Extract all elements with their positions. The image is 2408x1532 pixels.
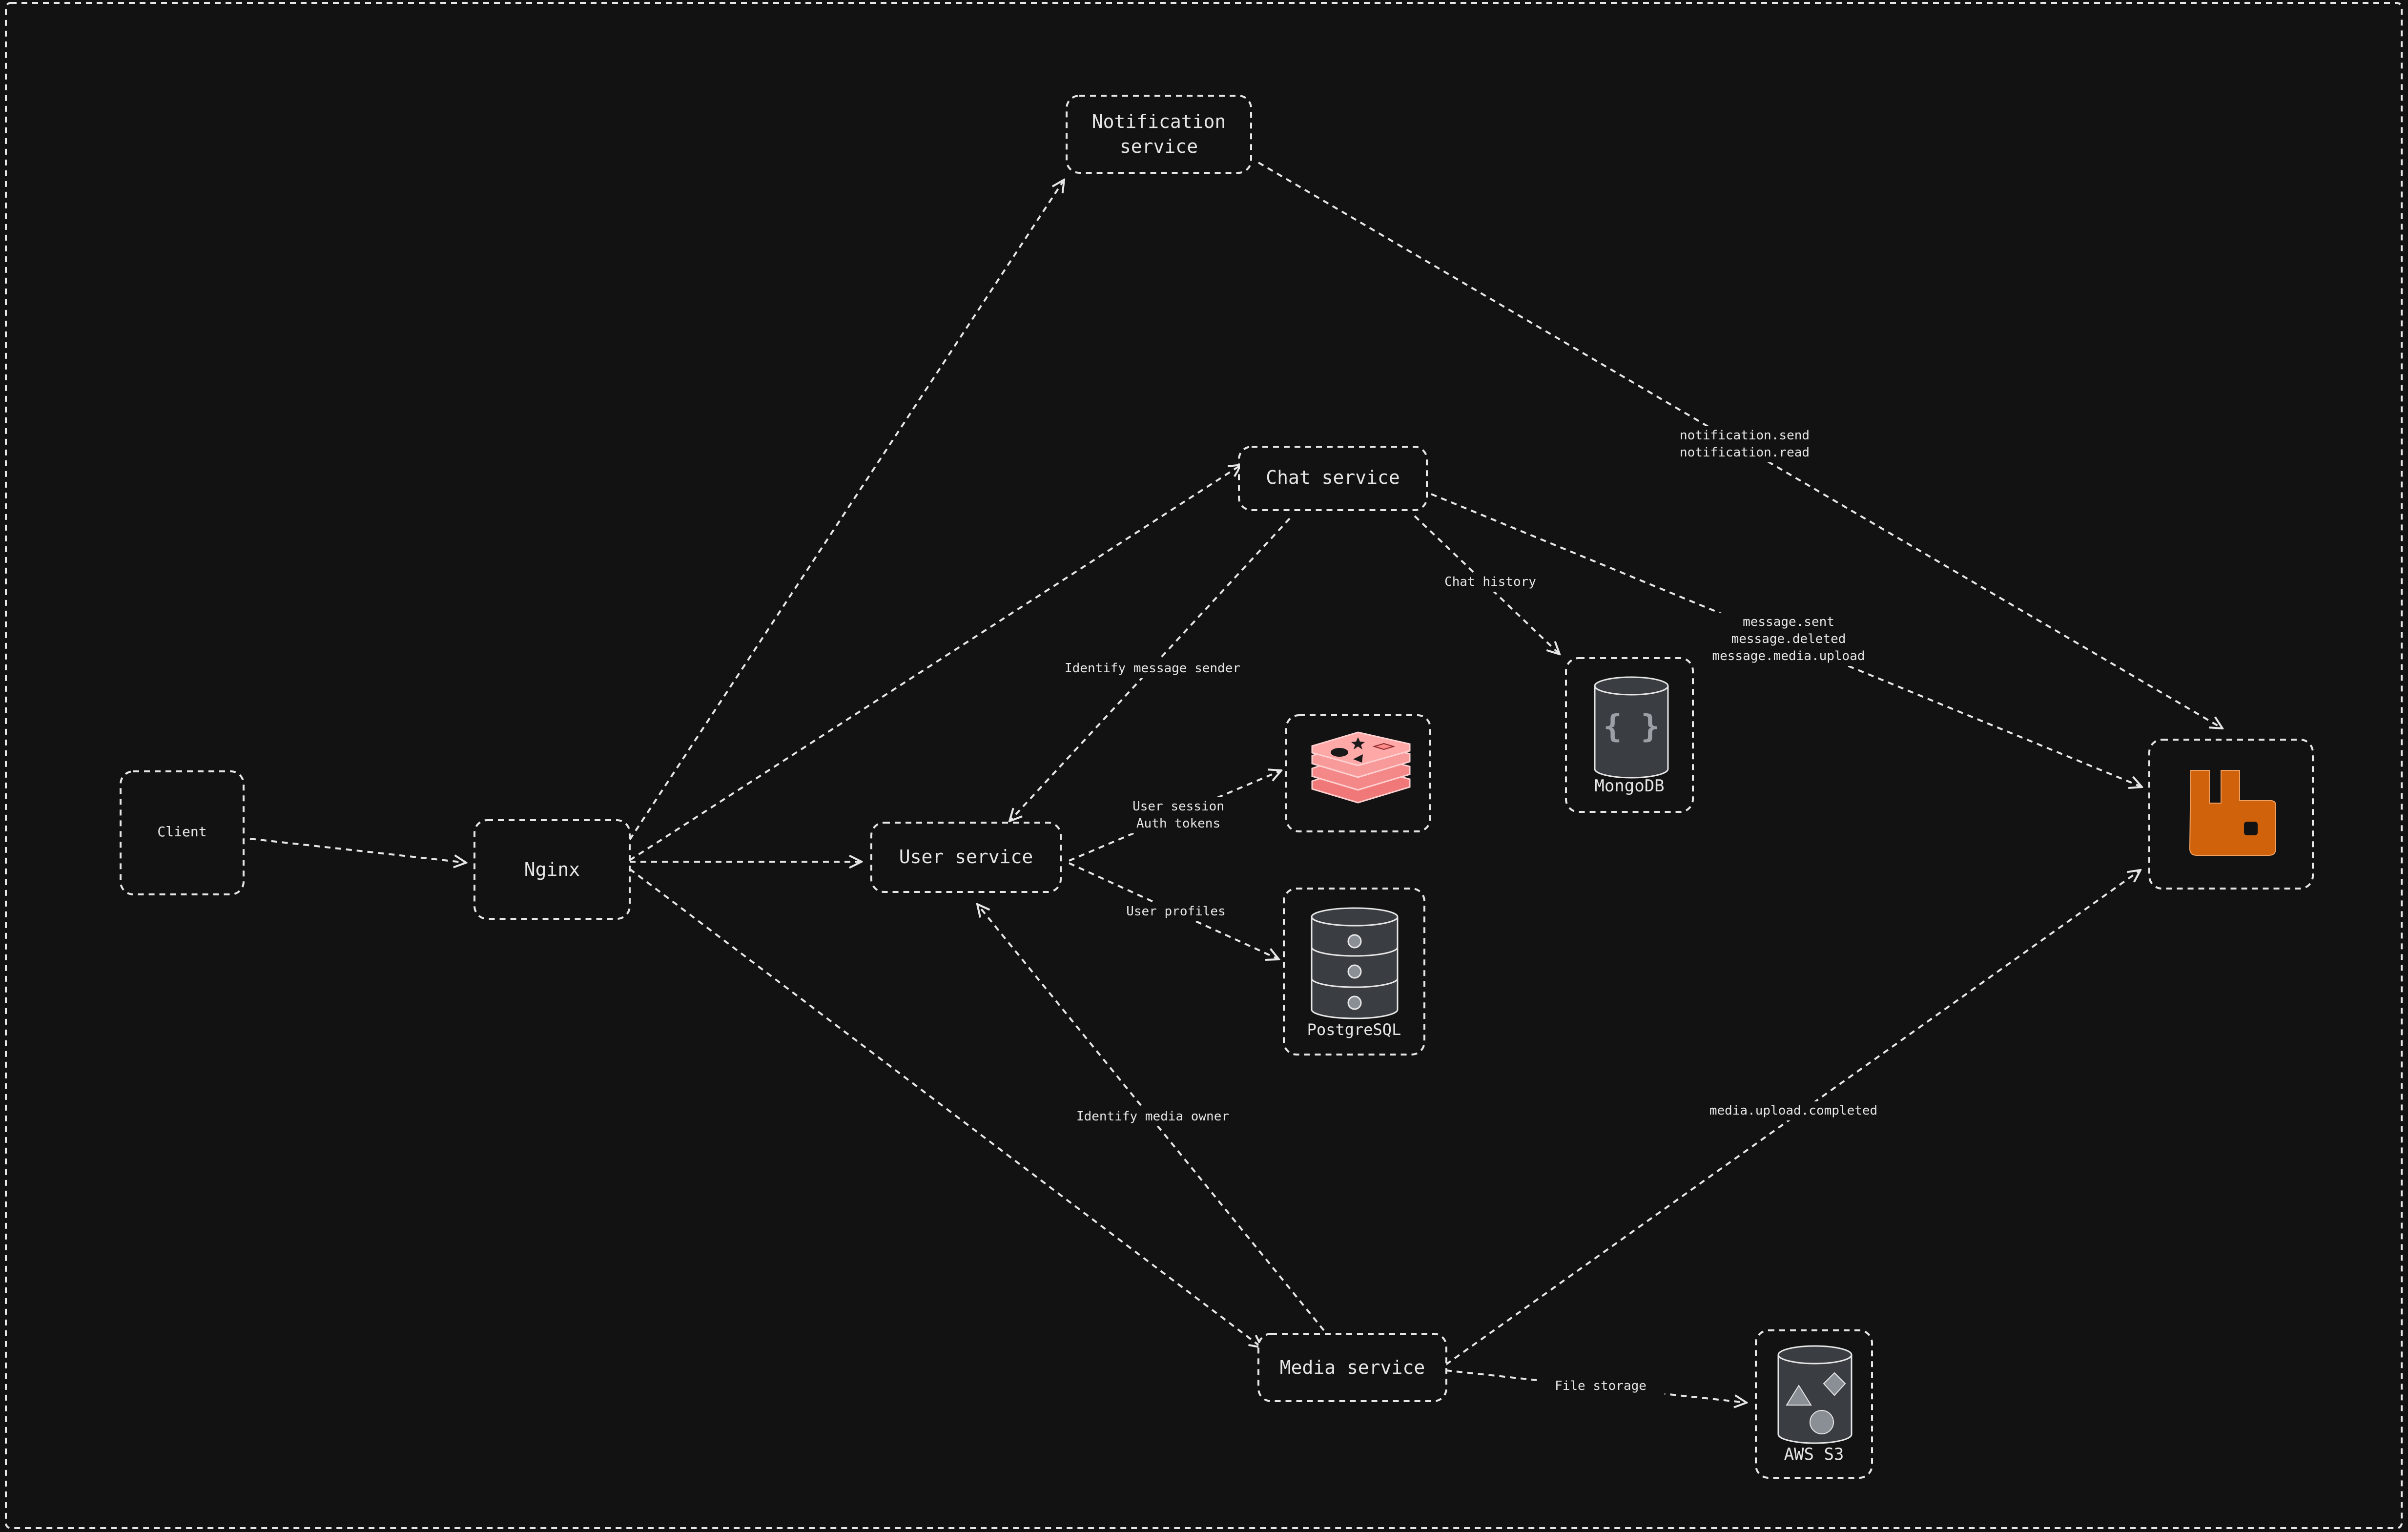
- identify-sender-label: Identify message sender: [1040, 659, 1265, 679]
- mongodb-label: MongoDB: [1594, 776, 1665, 796]
- s3-icon: [1777, 1345, 1852, 1444]
- chat-service-label: Chat service: [1266, 467, 1400, 488]
- rabbitmq-icon: [2189, 770, 2276, 856]
- chat-history-label: Chat history: [1417, 573, 1564, 592]
- notification-service-box[interactable]: [1066, 95, 1252, 174]
- user-service-box[interactable]: [870, 822, 1062, 893]
- nginx-box[interactable]: [473, 819, 631, 920]
- media-service-box[interactable]: [1257, 1333, 1447, 1402]
- edge-media-user: [977, 904, 1325, 1331]
- file-storage-label: File storage: [1537, 1377, 1665, 1396]
- notification-service-label: Notification service: [1091, 111, 1226, 158]
- svg-text:{ }: { }: [1603, 709, 1660, 745]
- user-service-label: User service: [899, 846, 1033, 868]
- outer-frame: [5, 2, 2403, 1529]
- media-upload-label: media.upload.completed: [1688, 1101, 1899, 1121]
- edge-client-nginx: [249, 838, 466, 863]
- nginx-label: Nginx: [524, 859, 580, 880]
- client-box[interactable]: [120, 770, 245, 895]
- notification-events-label: notification.send notification.read: [1649, 426, 1840, 463]
- edge-media-rabbitmq: [1445, 870, 2140, 1366]
- chat-service-box[interactable]: [1238, 446, 1428, 511]
- redis-icon: [1311, 731, 1411, 804]
- edge-nginx-chat: [629, 465, 1241, 861]
- user-session-label: User session Auth tokens: [1102, 797, 1255, 834]
- edge-nginx-media: [629, 868, 1262, 1347]
- mongodb-icon: { }: [1594, 676, 1669, 779]
- user-profiles-label: User profiles: [1102, 902, 1250, 922]
- identify-owner-label: Identify media owner: [1056, 1107, 1250, 1127]
- postgresql-icon: [1311, 907, 1399, 1019]
- media-service-label: Media service: [1279, 1357, 1425, 1378]
- s3-label: AWS S3: [1784, 1445, 1844, 1464]
- postgresql-label: PostgreSQL: [1307, 1020, 1401, 1039]
- edge-nginx-notification: [629, 180, 1064, 841]
- message-events-label: message.sent message.deleted message.med…: [1693, 613, 1884, 666]
- client-label: Client: [157, 824, 207, 840]
